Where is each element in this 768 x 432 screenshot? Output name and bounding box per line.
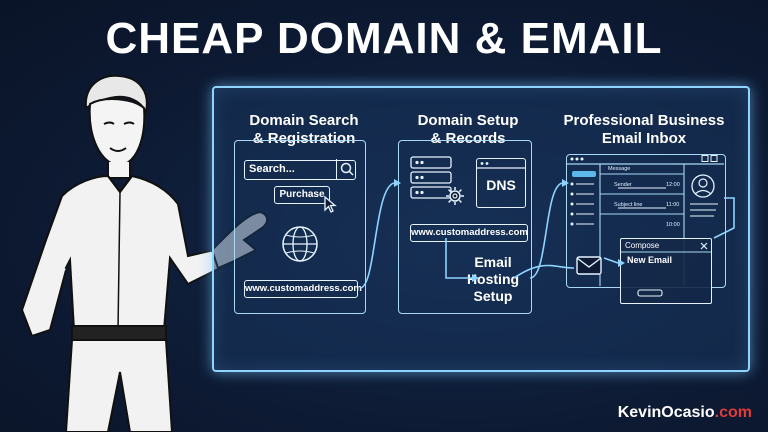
email-hosting-label: Email Hosting Setup <box>458 254 528 305</box>
domain-url-badge: www.customaddress.com <box>244 280 362 298</box>
panel-title-line: & Registration <box>252 130 356 147</box>
purchase-button[interactable]: Purchase <box>274 186 330 204</box>
inbox-row-subject[interactable]: Subject line <box>614 202 643 208</box>
close-icon[interactable] <box>699 241 709 251</box>
brand-logo: KevinOcasio.com <box>618 404 752 422</box>
mail-envelope-icon <box>576 256 602 275</box>
globe-icon <box>282 226 318 262</box>
panel-title-search: Domain Search & Registration <box>234 112 374 148</box>
workflow-board: Domain Search & Registration Search... P… <box>212 86 750 372</box>
inbox-time: 10:00 <box>666 222 680 228</box>
compose-header: Compose <box>625 241 660 250</box>
panel-title-line: Email Inbox <box>601 130 687 147</box>
dns-label: DNS <box>486 177 516 193</box>
domain-url-badge: www.customaddress.com <box>410 224 528 242</box>
hosting-line: Hosting <box>466 271 520 287</box>
search-placeholder: Search... <box>249 163 295 175</box>
gear-icon <box>446 187 464 205</box>
hosting-line: Email <box>474 254 512 270</box>
presenter-illustration <box>20 74 268 432</box>
dns-window: DNS <box>476 158 526 208</box>
inbox-time: 11:00 <box>666 202 680 208</box>
logo-tld: .com <box>714 404 752 421</box>
panel-title-line: Domain Search <box>249 112 359 129</box>
panel-domain-setup <box>398 140 532 314</box>
cursor-icon <box>324 195 337 213</box>
panel-title-inbox: Professional Business Email Inbox <box>554 112 734 148</box>
column-message-header: Message <box>608 166 631 172</box>
panel-title-line: Professional Business <box>563 112 725 129</box>
send-button-icon[interactable] <box>637 289 663 297</box>
inbox-row-sender[interactable]: Sender <box>614 182 632 188</box>
compose-new-email: New Email <box>627 255 673 265</box>
hosting-line: Setup <box>473 288 513 304</box>
flow-arrows <box>359 179 735 289</box>
panel-title-line: Domain Setup <box>417 112 519 129</box>
search-input[interactable]: Search... <box>244 159 357 180</box>
logo-name: KevinOcasio <box>617 404 715 421</box>
panel-domain-search <box>234 140 366 314</box>
inbox-time: 12:00 <box>666 182 680 188</box>
page-title: CHEAP DOMAIN & EMAIL <box>105 14 663 63</box>
compose-window[interactable]: Compose New Email <box>620 238 712 304</box>
panel-title-line: & Records <box>430 130 506 147</box>
inbox-chrome <box>566 155 724 286</box>
search-icon[interactable] <box>336 159 357 179</box>
panel-title-setup: Domain Setup & Records <box>398 112 538 148</box>
